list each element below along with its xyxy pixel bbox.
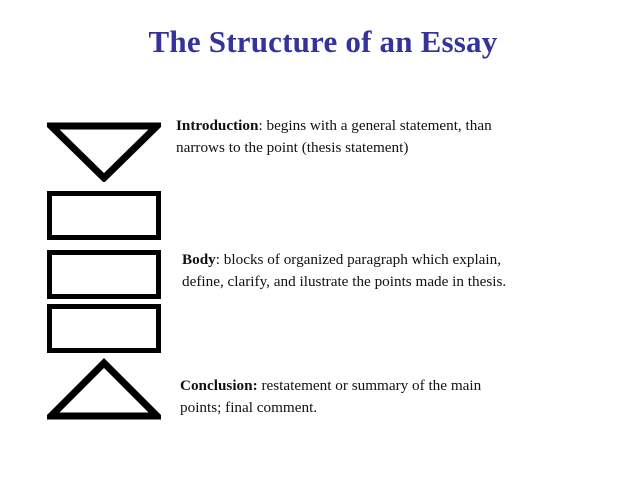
note-conclusion-line-1: Conclusion: restatement or summary of th… xyxy=(180,375,626,397)
note-body-text-1: blocks of organized paragraph which expl… xyxy=(220,251,502,268)
rectangle-outline-icon xyxy=(47,191,161,240)
page-title: The Structure of an Essay xyxy=(148,24,498,59)
note-conclusion: Conclusion: restatement or summary of th… xyxy=(180,375,626,419)
note-conclusion-text-1: restatement or summary of the main xyxy=(257,377,482,394)
triangle-up-outline-icon xyxy=(47,358,161,420)
note-body: Body: blocks of organized paragraph whic… xyxy=(182,249,626,293)
note-conclusion-line-2: points; final comment. xyxy=(180,399,318,416)
note-introduction-line-1: Introduction: begins with a general stat… xyxy=(176,115,618,137)
note-introduction: Introduction: begins with a general stat… xyxy=(176,115,618,159)
triangle-down-outline-icon xyxy=(47,122,161,182)
note-conclusion-lead: Conclusion: xyxy=(180,377,258,394)
note-introduction-line-2: narrows to the point (thesis statement) xyxy=(176,139,409,156)
rectangle-outline-icon xyxy=(47,304,161,353)
note-introduction-text-1: begins with a general statement, than xyxy=(262,117,492,134)
rectangle-outline-icon xyxy=(47,250,161,299)
note-introduction-separator: : xyxy=(258,117,263,134)
note-body-separator: : xyxy=(215,251,220,268)
note-body-lead: Body xyxy=(182,251,216,268)
note-body-line-2: define, clarify, and ilustrate the point… xyxy=(182,273,507,290)
note-body-line-1: Body: blocks of organized paragraph whic… xyxy=(182,249,626,271)
note-introduction-lead: Introduction xyxy=(176,117,259,134)
